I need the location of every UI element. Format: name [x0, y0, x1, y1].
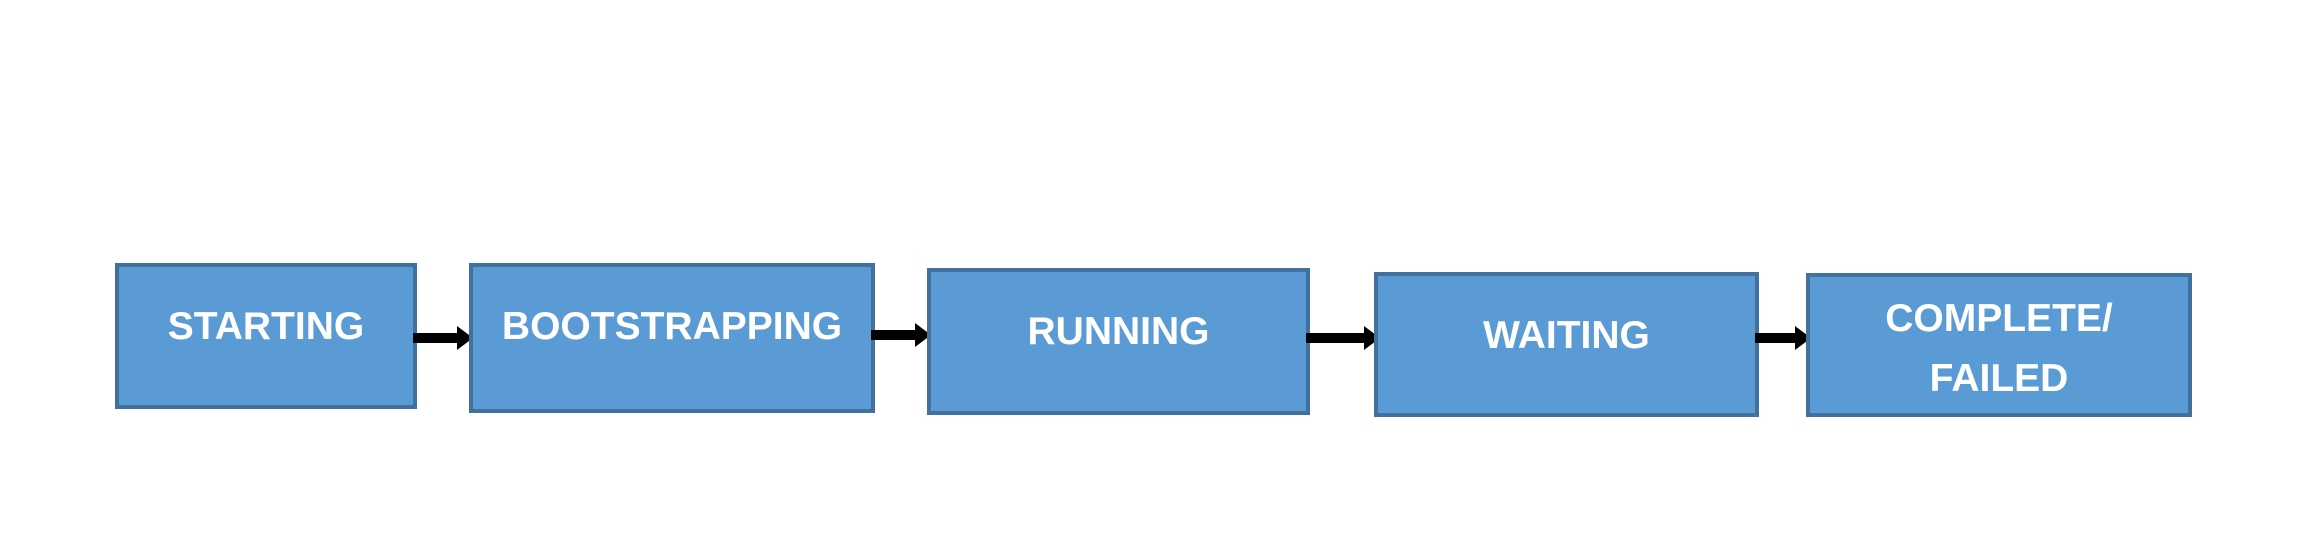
state-starting: STARTING	[115, 263, 417, 409]
state-label: RUNNING	[1027, 310, 1210, 353]
state-complete-failed: COMPLETE/ FAILED	[1806, 273, 2192, 417]
arrow-shaft	[413, 333, 459, 343]
state-waiting: WAITING	[1374, 272, 1759, 417]
arrow-shaft	[1755, 333, 1797, 343]
arrow-shaft	[871, 330, 917, 340]
transition-arrow	[1755, 318, 1811, 358]
state-label: WAITING	[1483, 314, 1650, 357]
state-running: RUNNING	[927, 268, 1310, 415]
state-bootstrapping: BOOTSTRAPPING	[469, 263, 875, 413]
transition-arrow	[871, 315, 931, 355]
transition-arrow	[1306, 318, 1380, 358]
state-label: STARTING	[167, 305, 365, 348]
state-label: BOOTSTRAPPING	[501, 305, 843, 348]
arrow-shaft	[1306, 333, 1366, 343]
state-label: COMPLETE/ FAILED	[1885, 297, 2113, 400]
transition-arrow	[413, 318, 473, 358]
